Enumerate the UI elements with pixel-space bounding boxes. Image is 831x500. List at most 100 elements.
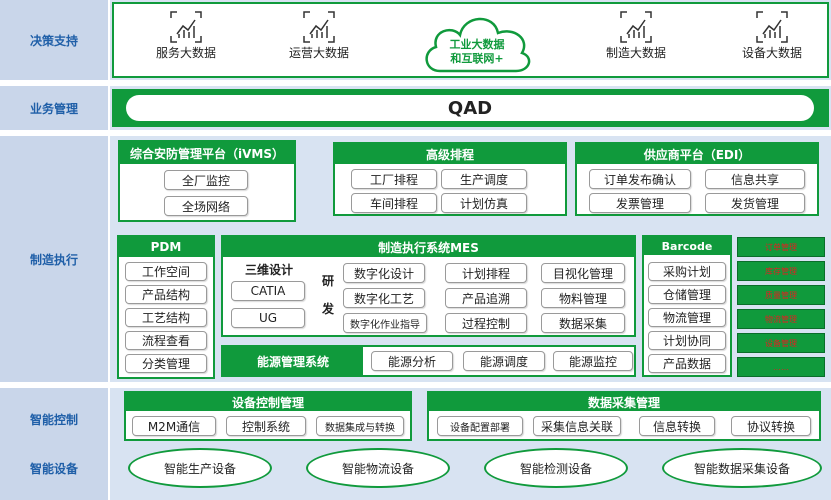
aps-item: 车间排程 (351, 193, 437, 213)
energy-panel: 能源管理系统 能源分析 能源调度 能源监控 (221, 345, 636, 377)
chart-icon (170, 11, 202, 43)
mes-item: 数据采集 (541, 313, 625, 333)
barcode-item: 仓储管理 (648, 285, 726, 304)
energy-title: 能源管理系统 (223, 347, 363, 375)
row-label-device: 智能设备 (29, 462, 78, 476)
row-label-text: 业务管理 (29, 101, 78, 116)
aps-item: 工厂排程 (351, 169, 437, 189)
row-label-text: 决策支持 (29, 33, 78, 48)
decision-item-label: 服务大数据 (155, 46, 216, 60)
pdm-item: 工艺结构 (125, 308, 207, 327)
cloud-label: 工业大数据 和互联网+ (418, 38, 536, 66)
rd-line2: 发 (321, 302, 334, 316)
energy-item: 能源监控 (553, 351, 633, 371)
barcode-item: 计划协同 (648, 331, 726, 350)
module-box: 订单管理 (737, 237, 825, 257)
row-label-control-device: 智能控制 智能设备 (0, 388, 108, 500)
row-label-business: 业务管理 (0, 86, 108, 130)
module-box: 质量管理 (737, 285, 825, 305)
pdm-panel: PDM 工作空间 产品结构 工艺结构 流程查看 分类管理 (117, 235, 215, 379)
cloud-label-line2: 和互联网+ (450, 52, 504, 65)
edi-item: 信息共享 (705, 169, 805, 189)
pdm-title: PDM (119, 237, 213, 257)
mes-item: 计划排程 (445, 263, 527, 283)
row-label-text: 制造执行 (29, 252, 78, 267)
design-title: 三维设计 (244, 263, 293, 277)
data-collect-item: 协议转换 (731, 416, 811, 436)
decision-item-label: 设备大数据 (741, 46, 802, 60)
pdm-item: 流程查看 (125, 331, 207, 350)
decision-panel: 服务大数据 运营大数据 工业大数据 和互联网+ 制造大数据 设备大数据 (112, 2, 829, 78)
energy-item: 能源分析 (371, 351, 453, 371)
chart-icon (756, 11, 788, 43)
qad-label: QAD (126, 95, 814, 121)
aps-panel: 高级排程 工厂排程 生产调度 车间排程 计划仿真 (333, 142, 567, 216)
decision-item-label: 运营大数据 (288, 46, 349, 60)
barcode-title: Barcode (644, 237, 730, 255)
mes-item: 物料管理 (541, 288, 625, 308)
data-collect-item: 采集信息关联 (533, 416, 621, 436)
cloud-icon (425, 17, 531, 73)
mes-item: 数字化作业指导 (343, 313, 427, 333)
data-collect-panel: 数据采集管理 设备配置部署 采集信息关联 信息转换 协议转换 (427, 391, 821, 441)
mes-item: 产品追溯 (445, 288, 527, 308)
cloud-label-line1: 工业大数据 (449, 38, 505, 51)
mes-item: 目视化管理 (541, 263, 625, 283)
barcode-item: 采购计划 (648, 262, 726, 281)
qad-bar: QAD (112, 89, 829, 127)
rd-label: 研 发 (319, 267, 337, 323)
ivms-panel: 综合安防管理平台（iVMS） 全厂监控 全场网络 (118, 140, 296, 222)
aps-item: 生产调度 (441, 169, 527, 189)
aps-title: 高级排程 (335, 144, 565, 164)
device-ctrl-title: 设备控制管理 (126, 393, 410, 411)
energy-item: 能源调度 (463, 351, 545, 371)
data-collect-title: 数据采集管理 (429, 393, 819, 411)
ivms-item: 全场网络 (164, 196, 248, 216)
decision-item: 服务大数据 (146, 10, 226, 61)
barcode-panel: Barcode 采购计划 仓储管理 物流管理 计划协同 产品数据 (642, 235, 732, 377)
data-collect-item: 设备配置部署 (437, 416, 523, 436)
decision-item: 制造大数据 (596, 10, 676, 61)
barcode-item: 产品数据 (648, 354, 726, 373)
aps-item: 计划仿真 (441, 193, 527, 213)
module-box: 库存管理 (737, 261, 825, 281)
mes-item: 数字化工艺 (343, 288, 425, 308)
data-collect-item: 信息转换 (639, 416, 715, 436)
edi-item: 发货管理 (705, 193, 805, 213)
rd-line1: 研 (321, 274, 334, 288)
chart-icon (303, 11, 335, 43)
decision-item: 运营大数据 (279, 10, 359, 61)
module-box: 设备管理 (737, 333, 825, 353)
edi-panel: 供应商平台（EDI） 订单发布确认 信息共享 发票管理 发货管理 (575, 142, 819, 216)
device-ellipse: 智能检测设备 (484, 448, 628, 488)
device-ctrl-panel: 设备控制管理 M2M通信 控制系统 数据集成与转换 (124, 391, 412, 441)
ivms-item: 全厂监控 (164, 170, 248, 190)
chart-icon (620, 11, 652, 43)
device-ellipse: 智能生产设备 (128, 448, 272, 488)
mes-item: 数字化设计 (343, 263, 425, 283)
device-ellipse: 智能数据采集设备 (662, 448, 822, 488)
edi-item: 发票管理 (589, 193, 691, 213)
device-ctrl-item: 控制系统 (226, 416, 306, 436)
module-box: …… (737, 357, 825, 377)
ivms-title: 综合安防管理平台（iVMS） (120, 142, 294, 164)
decision-item: 设备大数据 (732, 10, 812, 61)
decision-item-label: 制造大数据 (605, 46, 666, 60)
module-box: 物流管理 (737, 309, 825, 329)
pdm-item: 分类管理 (125, 354, 207, 373)
row-label-decision: 决策支持 (0, 0, 108, 80)
pdm-item: 工作空间 (125, 262, 207, 281)
module-list: 订单管理 库存管理 质量管理 物流管理 设备管理 …… (737, 237, 825, 379)
pdm-item: 产品结构 (125, 285, 207, 304)
device-ellipse: 智能物流设备 (306, 448, 450, 488)
device-ctrl-item: 数据集成与转换 (316, 416, 404, 436)
row-label-control: 智能控制 (29, 413, 78, 427)
barcode-item: 物流管理 (648, 308, 726, 327)
row-label-execution: 制造执行 (0, 136, 108, 382)
design-item: UG (231, 308, 305, 328)
mes-panel: 制造执行系统MES 三维设计 CATIA UG 研 发 数字化设计 数字化工艺 … (221, 235, 636, 337)
device-ctrl-item: M2M通信 (132, 416, 216, 436)
mes-title: 制造执行系统MES (223, 237, 634, 257)
mes-item: 过程控制 (445, 313, 527, 333)
edi-title: 供应商平台（EDI） (577, 144, 817, 164)
